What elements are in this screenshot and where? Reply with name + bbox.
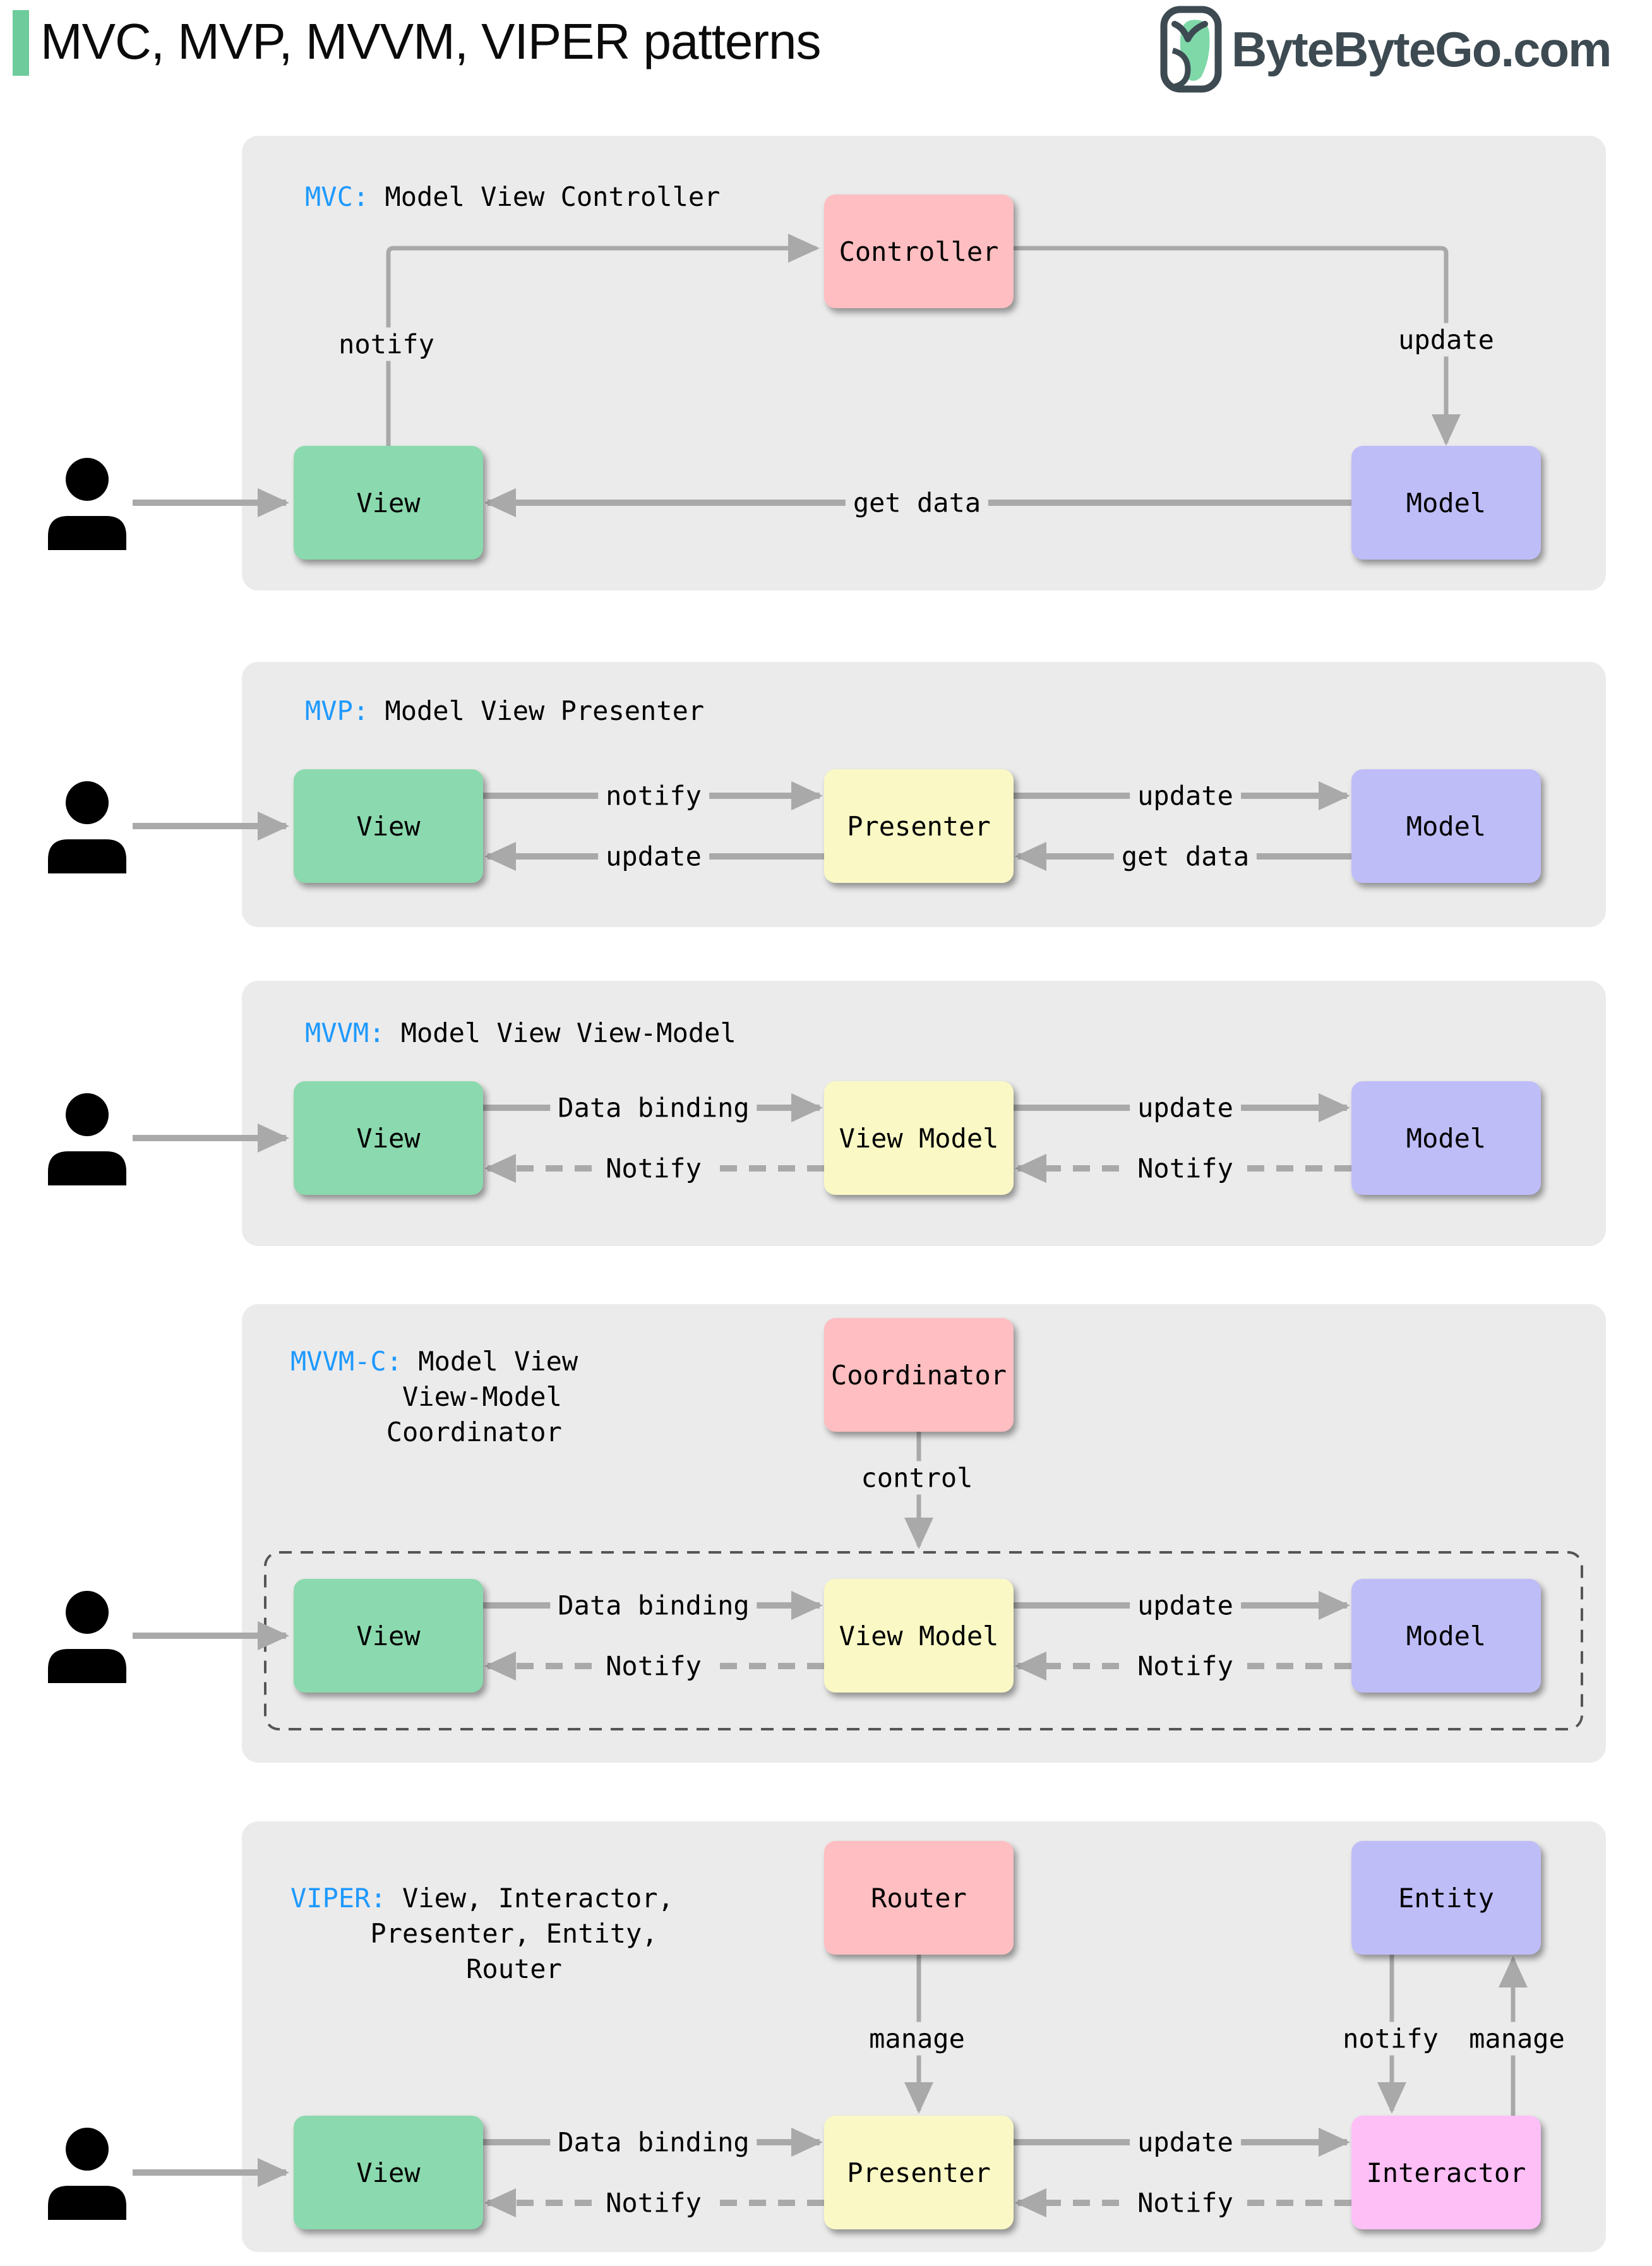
label-mvvm-update: update	[1130, 1091, 1241, 1125]
bytebytego-bird-icon	[1160, 6, 1222, 93]
person-icon	[48, 2128, 126, 2220]
label-viper-data-binding: Data binding	[550, 2125, 757, 2159]
label-mvvm-data-binding: Data binding	[550, 1091, 757, 1125]
box-mvc-controller: Controller	[824, 195, 1014, 308]
label-viper-manage-entity: manage	[1461, 2022, 1572, 2056]
label-mvc-get-data: get data	[845, 486, 989, 520]
box-mvc-view: View	[294, 446, 483, 560]
label-mvp-update-view: update	[598, 839, 709, 873]
box-mvvm-view: View	[294, 1081, 483, 1195]
heading-mvvmc-rest: Model View	[402, 1346, 578, 1377]
logo-text: ByteByteGo.com	[1231, 21, 1612, 77]
box-viper-view: View	[294, 2116, 483, 2229]
person-icon	[48, 1093, 126, 1185]
label-mvc-notify: notify	[331, 327, 442, 361]
label-mvvmc-update: update	[1130, 1588, 1241, 1622]
heading-mvvmc: MVVM-C: Model View View-Model Coordinato…	[290, 1344, 578, 1450]
box-mvp-presenter: Presenter	[824, 769, 1014, 883]
box-viper-router: Router	[824, 1841, 1014, 1955]
box-mvvmc-view-model: View Model	[824, 1579, 1014, 1693]
heading-mvvmc-line3: Coordinator	[290, 1417, 562, 1448]
box-viper-entity: Entity	[1351, 1841, 1541, 1955]
heading-mvc-rest: Model View Controller	[369, 181, 721, 212]
label-mvc-update: update	[1391, 323, 1502, 357]
heading-mvvm-abbr: MVVM:	[305, 1017, 385, 1048]
heading-mvp-abbr: MVP:	[305, 695, 369, 726]
heading-viper-rest: View, Interactor,	[386, 1883, 674, 1914]
box-mvp-model: Model	[1351, 769, 1541, 883]
box-mvvmc-coordinator: Coordinator	[824, 1318, 1014, 1432]
heading-mvp: MVP: Model View Presenter	[305, 693, 704, 729]
label-viper-manage-router: manage	[861, 2022, 973, 2056]
title-accent-bar	[13, 10, 29, 76]
box-mvvmc-model: Model	[1351, 1579, 1541, 1693]
heading-viper-line2: Presenter, Entity,	[290, 1918, 658, 1949]
heading-mvvm-rest: Model View View-Model	[385, 1017, 736, 1048]
label-viper-notify-right: Notify	[1130, 2186, 1241, 2220]
page-title: MVC, MVP, MVVM, VIPER patterns	[40, 13, 822, 69]
heading-mvc: MVC: Model View Controller	[305, 179, 720, 215]
label-mvp-notify: notify	[598, 779, 709, 813]
heading-viper-line3: Router	[290, 1953, 562, 1984]
person-icon	[48, 458, 126, 550]
box-viper-presenter: Presenter	[824, 2116, 1014, 2229]
box-mvvm-view-model: View Model	[824, 1081, 1014, 1195]
edge-mvc-update	[1014, 246, 1461, 446]
label-mvvm-notify-left: Notify	[598, 1151, 709, 1185]
heading-mvvmc-line2: View-Model	[290, 1381, 562, 1412]
heading-mvvmc-abbr: MVVM-C:	[290, 1346, 403, 1377]
heading-mvvm: MVVM: Model View View-Model	[305, 1016, 736, 1051]
label-viper-notify-entity: notify	[1335, 2022, 1446, 2056]
label-mvvmc-notify-left: Notify	[598, 1649, 709, 1683]
label-mvp-get-data: get data	[1113, 839, 1257, 873]
box-mvc-model: Model	[1351, 446, 1541, 560]
person-icon	[48, 781, 126, 873]
label-viper-notify-left: Notify	[598, 2186, 709, 2220]
label-mvvmc-control: control	[853, 1461, 981, 1495]
box-mvvmc-view: View	[294, 1579, 483, 1693]
label-mvvmc-data-binding: Data binding	[550, 1588, 757, 1622]
box-viper-interactor: Interactor	[1351, 2116, 1541, 2229]
edge-mvc-notify	[386, 234, 820, 446]
heading-viper-abbr: VIPER:	[290, 1883, 386, 1914]
label-viper-update: update	[1130, 2125, 1241, 2159]
label-mvvmc-notify-right: Notify	[1130, 1649, 1241, 1683]
heading-mvp-rest: Model View Presenter	[369, 695, 705, 726]
heading-viper: VIPER: View, Interactor, Presenter, Enti…	[290, 1881, 674, 1987]
label-mvvm-notify-right: Notify	[1130, 1151, 1241, 1185]
label-mvp-update-model: update	[1130, 779, 1241, 813]
heading-mvc-abbr: MVC:	[305, 181, 369, 212]
person-icon	[48, 1591, 126, 1683]
bytebytego-logo: ByteByteGo.com	[1159, 5, 1646, 93]
box-mvvm-model: Model	[1351, 1081, 1541, 1195]
box-mvp-view: View	[294, 769, 483, 883]
